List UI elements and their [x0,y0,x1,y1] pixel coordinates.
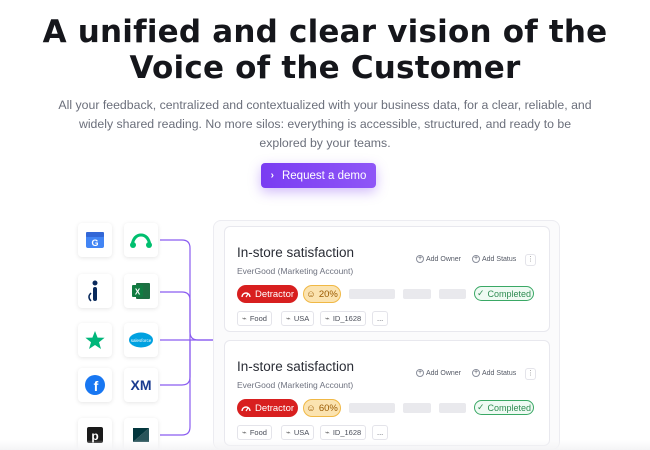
status-label: Completed [487,402,532,413]
card-account: EverGood (Marketing Account) [237,266,354,276]
gauge-icon [241,406,251,412]
tag-country[interactable]: ⌁USA [281,425,315,440]
smiley-icon: ☺ [306,402,316,414]
tag-more[interactable]: ... [372,425,389,440]
qualtrics-xm-icon: XM [124,368,158,402]
card-title: In-store satisfaction [237,245,355,260]
tag-icon: ⌁ [242,314,247,323]
hero-subtitle: All your feedback, centralized and conte… [58,98,592,150]
detractor-badge: Detractor [237,399,298,417]
score-value: 60% [318,402,338,414]
placeholder-bar [349,289,395,299]
gauge-icon [241,292,251,298]
trustpilot-icon [78,323,112,357]
add-owner-label: Add Owner [426,369,462,377]
facebook-icon: f [78,368,112,402]
svg-text:G: G [91,238,98,248]
excel-icon: X [124,274,158,308]
placeholder-bar [439,403,466,413]
detractor-badge: Detractor [237,285,298,303]
bottom-fade [0,440,650,450]
tag-icon: ⌁ [286,428,291,437]
tag-icon: ⌁ [325,314,330,323]
status-badge: ✓ Completed [474,286,534,301]
placeholder-bar [403,289,431,299]
score-value: 20% [318,288,338,300]
add-status-label: Add Status [482,369,517,377]
segment-label: Detractor [254,402,295,414]
tag-label: Food [249,428,267,437]
salesforce-icon: salesforce [124,323,158,357]
status-label: Completed [487,288,532,299]
tag-id[interactable]: ⌁ID_1628 [320,311,367,326]
hero-title-line-2: Voice of the Customer [129,50,521,86]
placeholder-bar [349,403,395,413]
tag-label: ... [377,314,384,323]
add-owner-button[interactable]: + Add Owner [416,255,461,263]
smiley-icon: ☺ [306,288,316,300]
surveymonkey-icon [124,223,158,257]
tag-icon: ⌁ [286,314,291,323]
more-options-icon[interactable]: ⋮ [525,368,536,380]
hero-title: A unified and clear vision of the Voice … [0,14,650,86]
score-badge: ☺ 20% [303,285,341,303]
google-business-icon: G [78,223,112,257]
hero-title-line-1: A unified and clear vision of the [42,14,608,50]
placeholder-bar [439,289,466,299]
segment-label: Detractor [254,288,295,300]
add-status-button[interactable]: + Add Status [472,369,516,377]
add-status-label: Add Status [482,255,517,263]
add-owner-button[interactable]: + Add Owner [416,369,461,377]
more-options-icon[interactable]: ⋮ [525,254,536,266]
svg-text:p: p [91,429,98,443]
feedback-card-1[interactable]: In-store satisfaction EverGood (Marketin… [224,226,550,332]
tag-id[interactable]: ⌁ID_1628 [320,425,367,440]
tag-label: ID_1628 [332,314,362,323]
svg-text:salesforce: salesforce [131,338,152,343]
tag-food[interactable]: ⌁Food [237,311,272,326]
svg-text:f: f [94,378,99,394]
svg-text:X: X [135,288,141,297]
tag-label: ... [377,428,384,437]
request-demo-button[interactable]: › Request a demo [261,163,376,188]
chevron-right-icon: › [270,170,274,181]
feedback-card-2[interactable]: In-store satisfaction EverGood (Marketin… [224,340,550,446]
status-badge: ✓ Completed [474,400,534,415]
tag-label: ID_1628 [332,428,362,437]
plus-icon: + [472,255,480,263]
add-status-button[interactable]: + Add Status [472,255,516,263]
card-title: In-store satisfaction [237,359,355,374]
plus-icon: + [472,369,480,377]
card-account: EverGood (Marketing Account) [237,380,354,390]
tag-label: USA [293,314,310,323]
tag-food[interactable]: ⌁Food [237,425,272,440]
tag-more[interactable]: ... [372,311,389,326]
request-demo-label: Request a demo [281,169,367,182]
plus-icon: + [416,369,424,377]
tag-icon: ⌁ [242,428,247,437]
placeholder-bar [403,403,431,413]
tag-label: USA [293,428,310,437]
svg-text:XM: XM [131,377,152,393]
check-circle-icon: ✓ [476,288,485,298]
tag-icon: ⌁ [325,428,330,437]
score-badge: ☺ 60% [303,399,341,417]
add-owner-label: Add Owner [426,255,462,263]
tag-label: Food [249,314,267,323]
tag-country[interactable]: ⌁USA [281,311,315,326]
plus-icon: + [416,255,424,263]
check-circle-icon: ✓ [476,402,485,412]
typeform-icon [78,274,112,308]
